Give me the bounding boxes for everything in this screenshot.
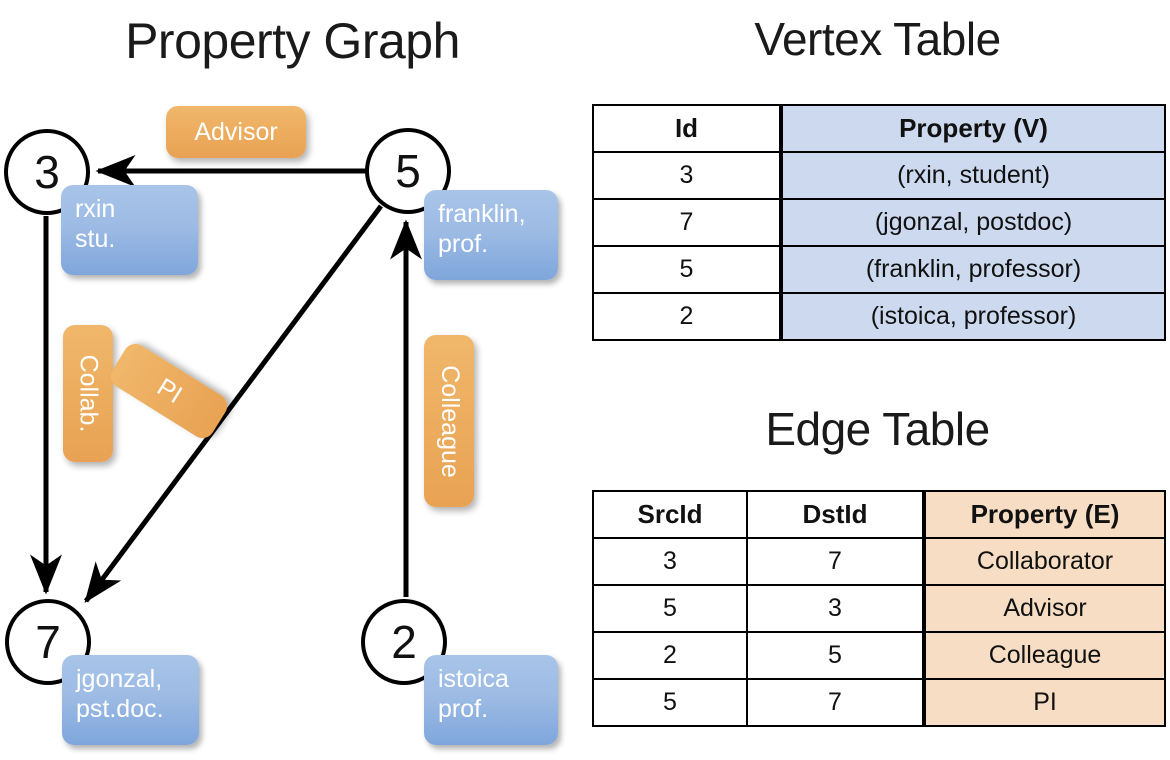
edge-label-advisor-text: Advisor [194,117,278,146]
edge-cell-srcid: 2 [592,631,748,680]
node-label-jgonzal-line2: pst.doc. [76,694,164,723]
section-title-vertex-table: Vertex Table [754,13,1001,65]
edge-label-colleague: Colleague [424,335,474,507]
edge-cell-property: PI [922,678,1166,727]
vertex-cell-property: (istoica, professor) [779,292,1166,341]
edge-cell-srcid: 5 [592,584,748,633]
edge-cell-srcid: 3 [592,537,748,586]
vertex-cell-id: 3 [592,151,782,200]
node-label-istoica: istoica prof. [424,655,558,745]
edge-header-dstid: DstId [746,490,925,539]
node-label-franklin-line2: prof. [438,229,489,258]
table-header-row: Id Property (V) [592,104,1166,153]
table-header-row: SrcId DstId Property (E) [592,490,1166,539]
edge-cell-dstid: 7 [746,537,925,586]
graph-node-2[interactable]: 2 [361,599,447,685]
node-label-rxin-line1: rxin [75,195,116,223]
vertex-cell-property: (rxin, student) [779,151,1166,200]
vertex-header-id: Id [592,104,782,153]
table-row[interactable]: 3 (rxin, student) [592,151,1166,200]
node-label-istoica-line1: istoica [438,665,509,693]
edge-label-advisor: Advisor [166,106,306,158]
edge-table: SrcId DstId Property (E) 3 7 Collaborato… [592,490,1166,727]
edge-cell-dstid: 7 [746,678,925,727]
edge-header-srcid: SrcId [592,490,748,539]
node-label-rxin-line2: stu. [75,224,116,253]
table-row[interactable]: 2 5 Colleague [592,631,1166,680]
table-row[interactable]: 2 (istoica, professor) [592,292,1166,341]
node-label-istoica-line2: prof. [438,694,489,723]
edge-header-property: Property (E) [922,490,1166,539]
graph-edges-svg [30,155,422,604]
edge-label-colleague-text: Colleague [435,364,464,478]
table-row[interactable]: 5 3 Advisor [592,584,1166,633]
vertex-cell-id: 5 [592,245,782,294]
vertex-cell-property: (jgonzal, postdoc) [779,198,1166,247]
edge-label-collab: Collab. [63,325,113,462]
node-label-rxin: rxin stu. [61,185,198,275]
node-label-franklin: franklin, prof. [424,190,558,280]
property-graph-diagram: 3 5 7 2 rxin stu. franklin, prof. jgonza… [4,106,558,745]
edge-cell-property: Advisor [922,584,1166,633]
graph-node-5[interactable]: 5 [365,128,451,214]
node-label-franklin-line1: franklin, [438,200,526,228]
vertex-header-property: Property (V) [779,104,1166,153]
vertex-table: Id Property (V) 3 (rxin, student) 7 (jgo… [592,104,1166,341]
edge-cell-property: Colleague [922,631,1166,680]
edge-cell-dstid: 5 [746,631,925,680]
table-row[interactable]: 7 (jgonzal, postdoc) [592,198,1166,247]
edge-cell-property: Collaborator [922,537,1166,586]
node-label-jgonzal: jgonzal, pst.doc. [62,655,199,745]
table-row[interactable]: 3 7 Collaborator [592,537,1166,586]
table-row[interactable]: 5 (franklin, professor) [592,245,1166,294]
edge-label-pi-text: PI [151,372,187,409]
page-title-property-graph: Property Graph [125,13,460,69]
edge-cell-srcid: 5 [592,678,748,727]
vertex-cell-property: (franklin, professor) [779,245,1166,294]
section-title-edge-table: Edge Table [765,403,990,455]
vertex-cell-id: 2 [592,292,782,341]
edge-line-5-to-7 [83,204,384,604]
edge-label-collab-text: Collab. [74,354,103,433]
vertex-cell-id: 7 [592,198,782,247]
node-label-jgonzal-line1: jgonzal, [76,665,163,693]
edge-cell-dstid: 3 [746,584,925,633]
table-row[interactable]: 5 7 PI [592,678,1166,727]
